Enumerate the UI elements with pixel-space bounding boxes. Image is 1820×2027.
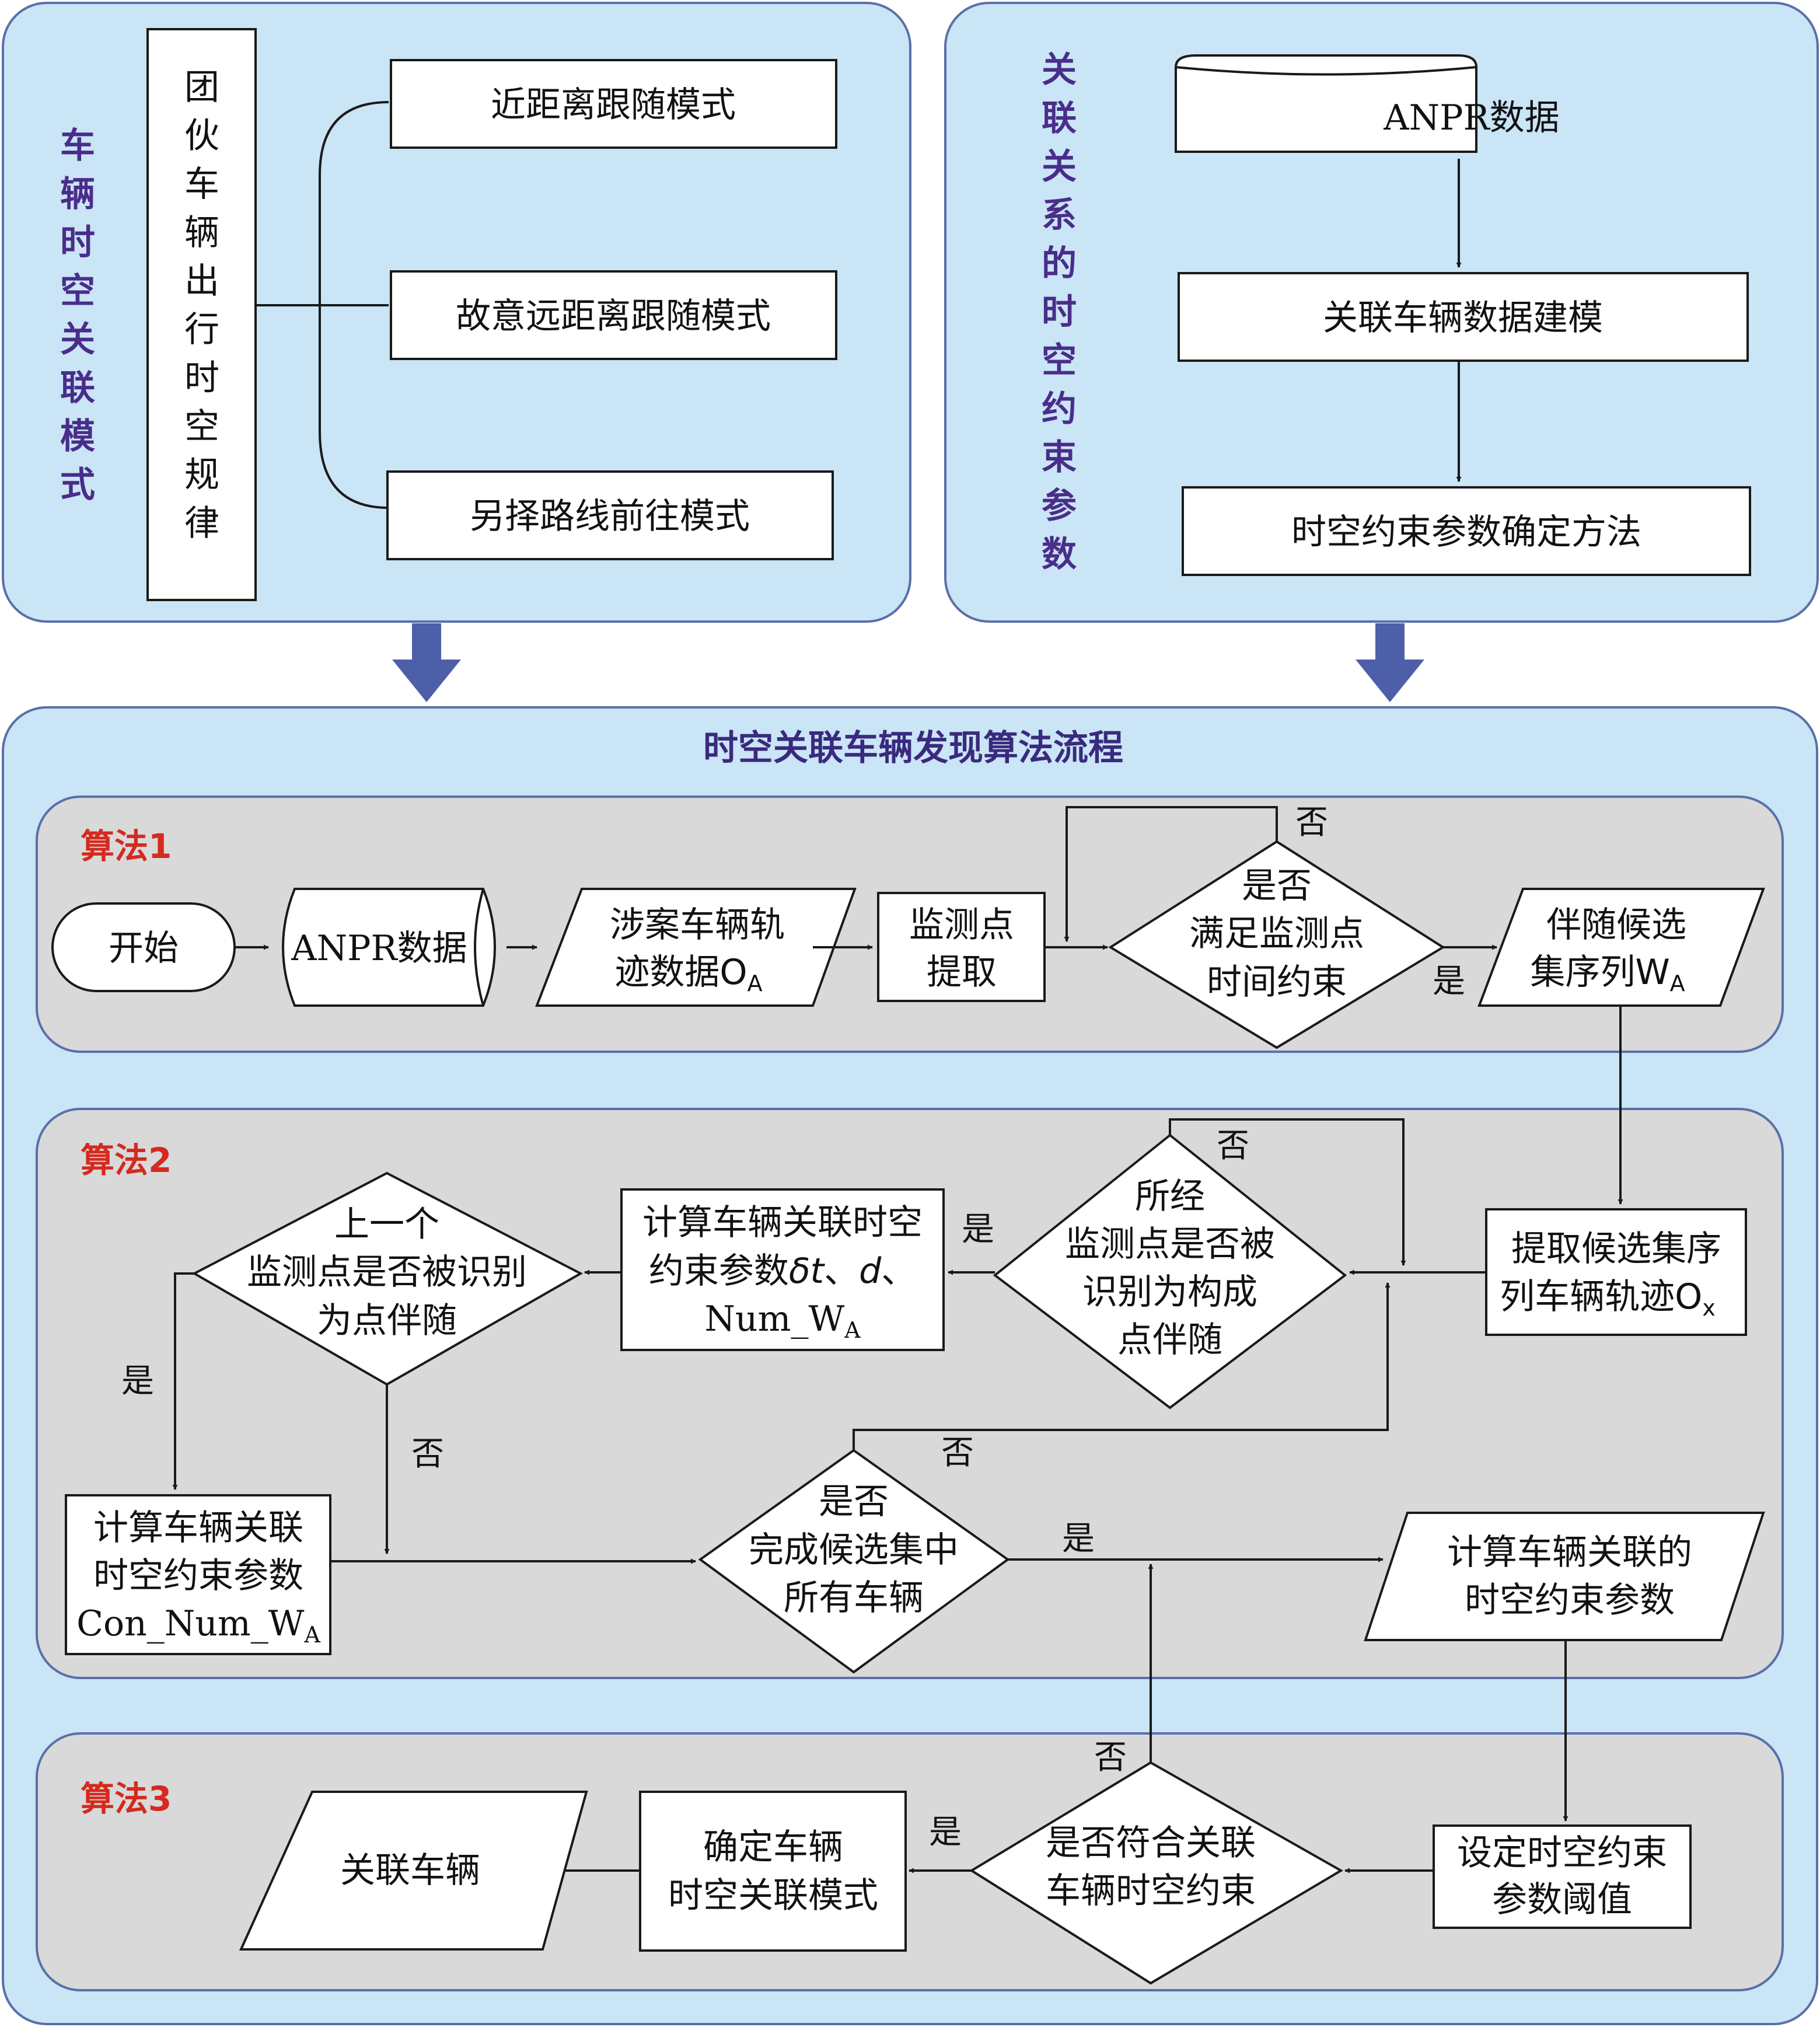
compute-con-line1: 计算车辆关联	[93, 1508, 303, 1548]
determine-line1: 确定车辆	[703, 1827, 843, 1868]
mode-box-2	[390, 270, 837, 360]
top-right-side-title: 关联关系的时空约束参数	[1042, 50, 1077, 575]
algo3-section: 算法3 设定时空约束 参数阈值 是否符合关联 车辆时空约束 否 是 确定车辆 时…	[36, 1564, 1784, 1991]
trajectory-line1: 涉案车辆轨	[610, 905, 785, 946]
top-right-step-2: 关联车辆数据建模	[1323, 298, 1603, 339]
top-left-panel: 车辆时空关联模式 团伙车辆出行时空规律 近距离跟随模式 故意远距离跟随模式 另择…	[2, 2, 911, 623]
decision3-line2: 监测点是否被识别	[247, 1252, 527, 1293]
algo2-yes-prev-label: 是	[121, 1362, 154, 1400]
extract-line2: 提取	[927, 952, 997, 993]
decision1-line1: 是否	[1242, 866, 1312, 906]
extract-traj-line1: 提取候选集序	[1511, 1229, 1721, 1269]
top-right-step-3: 时空约束参数确定方法	[1291, 512, 1641, 553]
big-down-arrow-left	[392, 623, 461, 702]
decision4-line2: 完成候选集中	[749, 1530, 959, 1571]
compute-params-line2: 约束参数δt、d、	[649, 1251, 916, 1292]
algo2-no-done-label: 否	[941, 1434, 974, 1472]
algo2-yes-done-label: 是	[1062, 1520, 1095, 1558]
result-text: 关联车辆	[340, 1850, 480, 1891]
decision2-line2: 监测点是否被	[1065, 1224, 1275, 1265]
algo1-yes-label: 是	[1433, 962, 1465, 1000]
loop-no-arrow	[1064, 806, 1278, 942]
algo2-no-prev-label: 否	[411, 1435, 444, 1473]
compute-con-line3: Con_Num_WA	[76, 1603, 320, 1648]
extract-box	[877, 892, 1046, 1002]
decision2-line4: 点伴随	[1117, 1320, 1222, 1360]
compute-params-line1: 计算车辆关联时空	[642, 1202, 923, 1243]
big-down-arrow-right	[1356, 623, 1424, 702]
anpr-storage-shape	[282, 888, 496, 1007]
algo2-section: 算法2 提取候选集序 列车辆轨迹Ox 所经 监测点是否被 识别为构成 点伴随 否…	[36, 1006, 1784, 1679]
algo2-no-top-label: 否	[1217, 1127, 1249, 1165]
top-right-panel: 关联关系的时空约束参数 ANPR数据 关联车辆数据建模 时空约束参数确定方法	[944, 2, 1819, 623]
decision3-line1: 上一个	[334, 1204, 439, 1245]
compute-assoc-line2: 时空约束参数	[1465, 1580, 1675, 1621]
group-label-box	[146, 28, 257, 601]
trajectory-line2: 迹数据OA	[614, 952, 762, 996]
extract-traj-box	[1485, 1208, 1747, 1336]
algo3-yes-label: 是	[929, 1813, 962, 1851]
loop-no-arrow-3	[853, 1282, 1391, 1450]
decision3-line3: 为点伴随	[317, 1300, 457, 1341]
candidate-line1: 伴随候选	[1546, 905, 1686, 946]
loop-no-arrow-2	[1169, 1118, 1406, 1266]
start-text: 开始	[109, 928, 179, 969]
decision5-line2: 车辆时空约束	[1046, 1871, 1256, 1911]
decision2-line1: 所经	[1135, 1176, 1205, 1217]
threshold-box	[1433, 1824, 1692, 1929]
top-left-side-title: 车辆时空关联模式	[60, 125, 95, 505]
result-shape	[239, 1791, 588, 1951]
all-vehicles-decision	[698, 1449, 1010, 1674]
decision4-line3: 所有车辆	[784, 1578, 924, 1618]
arrow-prev-yes-to-con	[172, 1272, 194, 1490]
compute-con-line2: 时空约束参数	[93, 1555, 303, 1596]
decision1-line3: 时间约束	[1207, 962, 1347, 1003]
trajectory-data-shape	[535, 888, 857, 1007]
algo1-label: 算法1	[81, 826, 172, 866]
extract-line1: 监测点	[909, 905, 1014, 946]
algo1-anpr-text: ANPR数据	[291, 928, 467, 969]
decision4-line1: 是否	[819, 1481, 889, 1522]
method-box	[1182, 486, 1751, 576]
mode-box-3	[386, 470, 834, 560]
threshold-line1: 设定时空约束	[1457, 1833, 1667, 1874]
bracket-curve	[319, 101, 389, 509]
extract-traj-line2: 列车辆轨迹Ox	[1500, 1276, 1716, 1321]
main-title: 时空关联车辆发现算法流程	[703, 728, 1123, 769]
algo1-section: 算法1 开始 ANPR数据 涉案车辆轨 迹数据OA 监测点 提取 是否 满足监测…	[36, 796, 1784, 1053]
algo3-label: 算法3	[81, 1779, 172, 1819]
algo2-yes-left-label: 是	[962, 1210, 994, 1248]
group-label-text: 团伙车辆出行时空规律	[184, 67, 219, 544]
candidate-sequence-shape	[1477, 888, 1765, 1007]
determine-line2: 时空关联模式	[668, 1875, 878, 1916]
decision1-line2: 满足监测点	[1189, 913, 1364, 954]
algo2-label: 算法2	[81, 1140, 172, 1180]
candidate-line2: 集序列WA	[1530, 952, 1685, 996]
mode-box-1	[390, 59, 837, 149]
mode-2-label: 故意远距离跟随模式	[456, 296, 771, 337]
time-constraint-decision	[1108, 840, 1445, 1049]
compute-assoc-line1: 计算车辆关联的	[1447, 1532, 1692, 1573]
assoc-constraint-decision	[969, 1761, 1343, 1985]
model-box	[1178, 272, 1749, 362]
threshold-line2: 参数阈值	[1492, 1879, 1632, 1920]
top-right-step-1: ANPR数据	[1383, 97, 1559, 138]
decision2-line3: 识别为构成	[1082, 1272, 1257, 1313]
decision5-line1: 是否符合关联	[1046, 1823, 1256, 1864]
anpr-database-shape	[1175, 54, 1477, 153]
compute-assoc-shape	[1364, 1512, 1765, 1641]
compute-params-line3: Num_WA	[704, 1299, 861, 1343]
determine-box	[639, 1791, 907, 1952]
mode-3-label: 另择路线前往模式	[470, 496, 750, 537]
algo1-no-label: 否	[1295, 804, 1328, 842]
compute-con-box	[65, 1494, 331, 1655]
point-companion-decision	[993, 1133, 1347, 1410]
mode-1-label: 近距离跟随模式	[491, 85, 736, 125]
compute-params-box	[620, 1188, 945, 1351]
algo3-no-label: 否	[1094, 1739, 1127, 1777]
